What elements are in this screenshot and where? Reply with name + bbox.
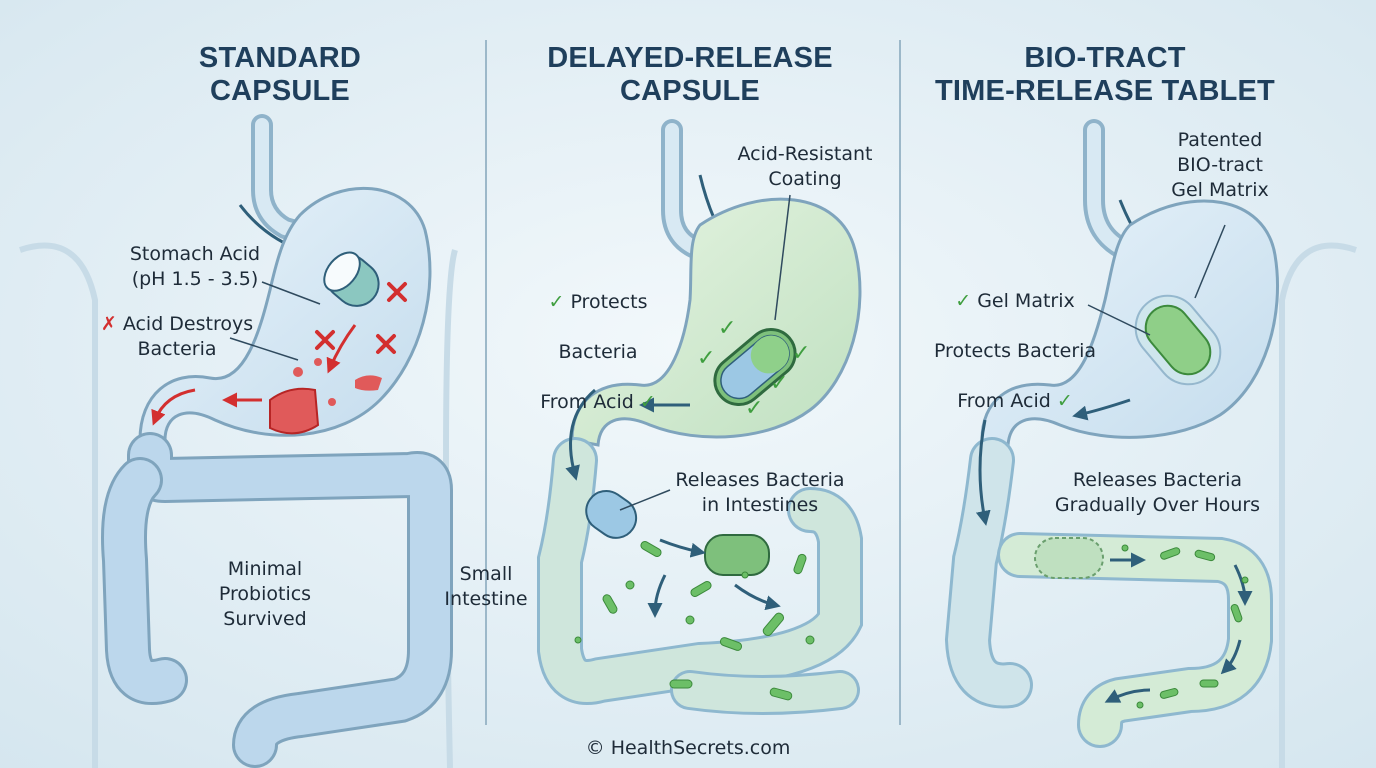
checkmark-icon: ✓ bbox=[639, 391, 656, 413]
survival-label: Minimal Probiotics Survived bbox=[218, 558, 312, 630]
acid-destroys-label: ✗ Acid Destroys Bacteria bbox=[100, 313, 254, 360]
checkmark-icon: ✓ bbox=[548, 291, 565, 313]
panel-biotract-art bbox=[944, 119, 1279, 748]
checkmark-icon: ✓ bbox=[1056, 390, 1073, 412]
panel-delayed-title: DELAYED-RELEASE CAPSULE bbox=[547, 42, 833, 107]
panel-biotract-title: BIO-TRACT TIME-RELEASE TABLET bbox=[935, 42, 1275, 107]
small-intestine-label: Small Intestine bbox=[444, 563, 528, 610]
checkmark-icon: ✓ bbox=[955, 290, 972, 312]
svg-text:✓: ✓ bbox=[792, 341, 810, 366]
footer-copyright: © HealthSecrets.com bbox=[585, 737, 791, 759]
panel-delayed-art: ✓ ✓ ✓ ✓ ✓ bbox=[537, 119, 863, 715]
panel-standard-art bbox=[101, 114, 453, 768]
gel-protects-label: ✓ Gel Matrix Protects Bacteria From Acid… bbox=[933, 290, 1097, 412]
releases-label: Releases Bacteria in Intestines bbox=[675, 469, 845, 516]
coating-label: Acid-Resistant Coating bbox=[737, 143, 873, 190]
protects-label: ✓ Protects Bacteria From Acid ✓ bbox=[540, 291, 656, 413]
panel-standard-title: STANDARD CAPSULE bbox=[198, 42, 362, 107]
gel-matrix-label: Patented BIO-tract Gel Matrix bbox=[1171, 129, 1269, 201]
svg-text:✓: ✓ bbox=[745, 396, 763, 421]
svg-text:✓: ✓ bbox=[718, 316, 736, 341]
svg-text:✓: ✓ bbox=[697, 346, 715, 371]
x-mark-icon bbox=[315, 282, 407, 354]
x-mark-icon: ✗ bbox=[100, 313, 117, 335]
stomach-acid-label: Stomach Acid (pH 1.5 - 3.5) bbox=[129, 243, 261, 290]
svg-text:✓: ✓ bbox=[770, 371, 788, 396]
gradual-release-label: Releases Bacteria Gradually Over Hours bbox=[1054, 469, 1261, 516]
